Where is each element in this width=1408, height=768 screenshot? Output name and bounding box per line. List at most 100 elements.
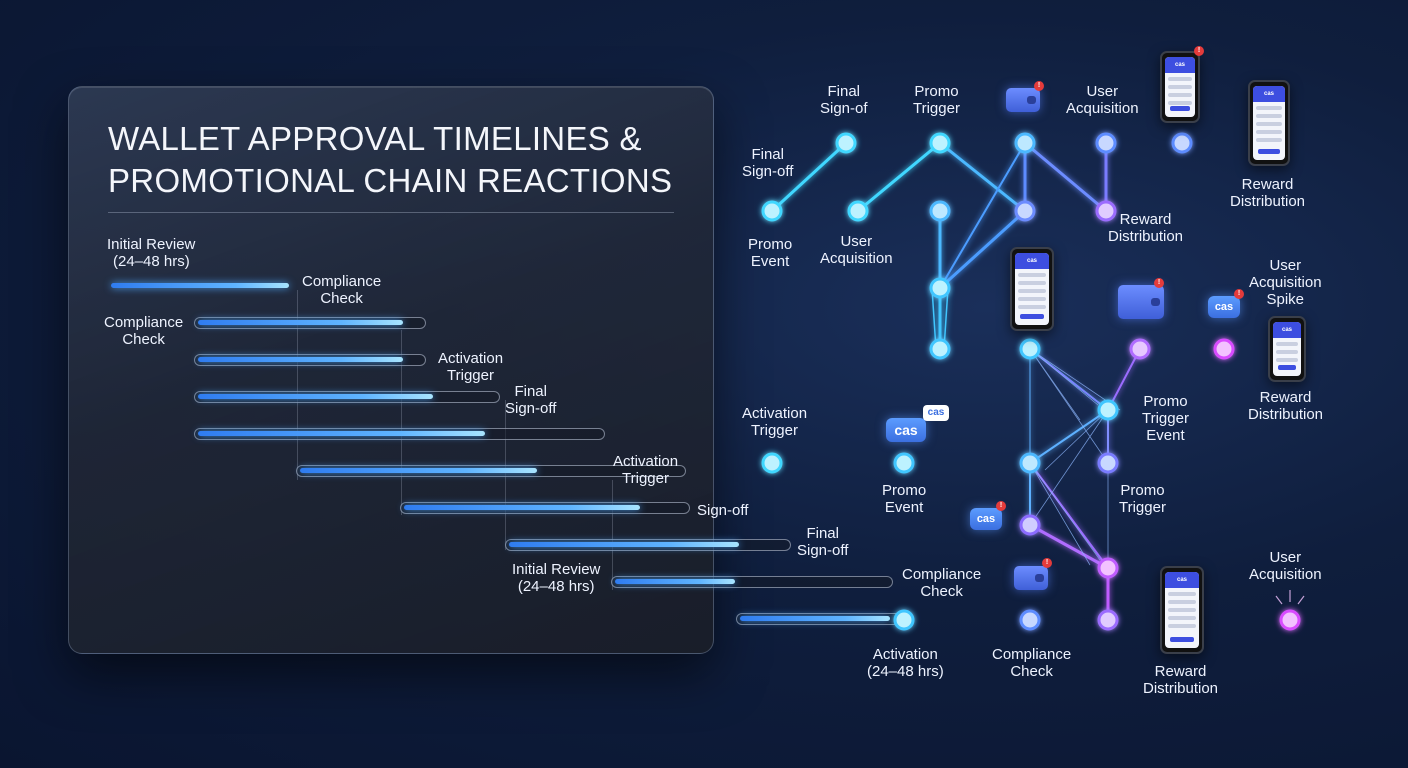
- node: [847, 200, 869, 222]
- cas-badge-icon: cas: [923, 405, 949, 421]
- link: [938, 141, 1027, 213]
- timeline-bar-fill: [615, 579, 735, 584]
- timeline-bar: [107, 280, 295, 292]
- timeline-bar-fill: [509, 542, 739, 547]
- alert-badge: !: [1194, 46, 1204, 56]
- timeline-bar: [194, 317, 426, 329]
- link: [1029, 348, 1121, 411]
- timeline-bar: [505, 539, 791, 551]
- node: [1097, 557, 1119, 579]
- node: [893, 452, 915, 474]
- link: [1044, 409, 1109, 471]
- timeline-bar: [400, 502, 690, 514]
- node: [1097, 399, 1119, 421]
- timeline-bar-fill: [740, 616, 890, 621]
- link: [770, 141, 848, 213]
- node: [1095, 200, 1117, 222]
- label-activation: Activation(24–48 hrs): [867, 646, 944, 680]
- phone-icon: cas: [1160, 566, 1204, 654]
- alert-badge: !: [1154, 278, 1164, 288]
- timeline-bar-fill: [300, 468, 537, 473]
- wallet-icon: [1118, 285, 1164, 319]
- timeline-bar: [194, 391, 500, 403]
- title-line-1: WALLET APPROVAL TIMELINES &: [108, 120, 642, 157]
- node: [1097, 452, 1119, 474]
- spark: [1275, 595, 1283, 605]
- timeline-panel: [68, 86, 714, 654]
- link: [1029, 348, 1081, 421]
- cas-badge-icon: cas: [970, 508, 1002, 530]
- link: [1029, 409, 1109, 526]
- node: [929, 200, 951, 222]
- node: [1019, 338, 1041, 360]
- node: [1171, 132, 1193, 154]
- link: [856, 141, 942, 213]
- spark: [1297, 595, 1305, 605]
- timeline-bar: [194, 428, 605, 440]
- cas-badge-icon: cas: [886, 418, 926, 442]
- node: [1014, 132, 1036, 154]
- timeline-bar: [611, 576, 893, 588]
- node: [929, 338, 951, 360]
- alert-badge: !: [1234, 289, 1244, 299]
- node: [761, 452, 783, 474]
- node: [929, 277, 951, 299]
- link: [1107, 348, 1141, 411]
- node: [1279, 609, 1301, 631]
- node: [1095, 132, 1117, 154]
- link: [943, 287, 949, 350]
- alert-badge: !: [1042, 558, 1052, 568]
- node: [1019, 452, 1041, 474]
- link: [938, 209, 1027, 290]
- timeline-bar: [296, 465, 686, 477]
- phone-icon: cas: [1010, 247, 1054, 331]
- timeline-guide: [297, 290, 298, 480]
- label-signoff: Sign-off: [697, 502, 749, 519]
- node: [893, 609, 915, 631]
- link: [931, 287, 937, 350]
- phone-icon: cas: [1268, 316, 1306, 382]
- timeline-guide: [401, 330, 402, 515]
- timeline-bar-fill: [198, 394, 433, 399]
- wallet-icon: [1014, 566, 1048, 590]
- wallet-icon: [1006, 88, 1040, 112]
- timeline-bar-fill: [111, 283, 289, 288]
- page-title: WALLET APPROVAL TIMELINES & PROMOTIONAL …: [108, 118, 708, 202]
- title-line-2: PROMOTIONAL CHAIN REACTIONS: [108, 162, 673, 199]
- phone-icon: cas: [1160, 51, 1200, 123]
- title-divider: [108, 212, 674, 213]
- node: [1097, 609, 1119, 631]
- node: [1014, 200, 1036, 222]
- link: [1029, 348, 1109, 411]
- timeline-bar-fill: [198, 357, 403, 362]
- timeline-bar: [194, 354, 426, 366]
- node: [1129, 338, 1151, 360]
- alert-badge: !: [1034, 81, 1044, 91]
- timeline-bar-fill: [404, 505, 640, 510]
- link: [1028, 523, 1110, 570]
- timeline-bar-fill: [198, 431, 485, 436]
- node: [1019, 609, 1041, 631]
- alert-badge: !: [996, 501, 1006, 511]
- link: [1029, 409, 1109, 464]
- link: [1029, 462, 1101, 561]
- label-initial-review: Initial Review(24–48 hrs): [512, 561, 601, 595]
- link: [1023, 141, 1108, 213]
